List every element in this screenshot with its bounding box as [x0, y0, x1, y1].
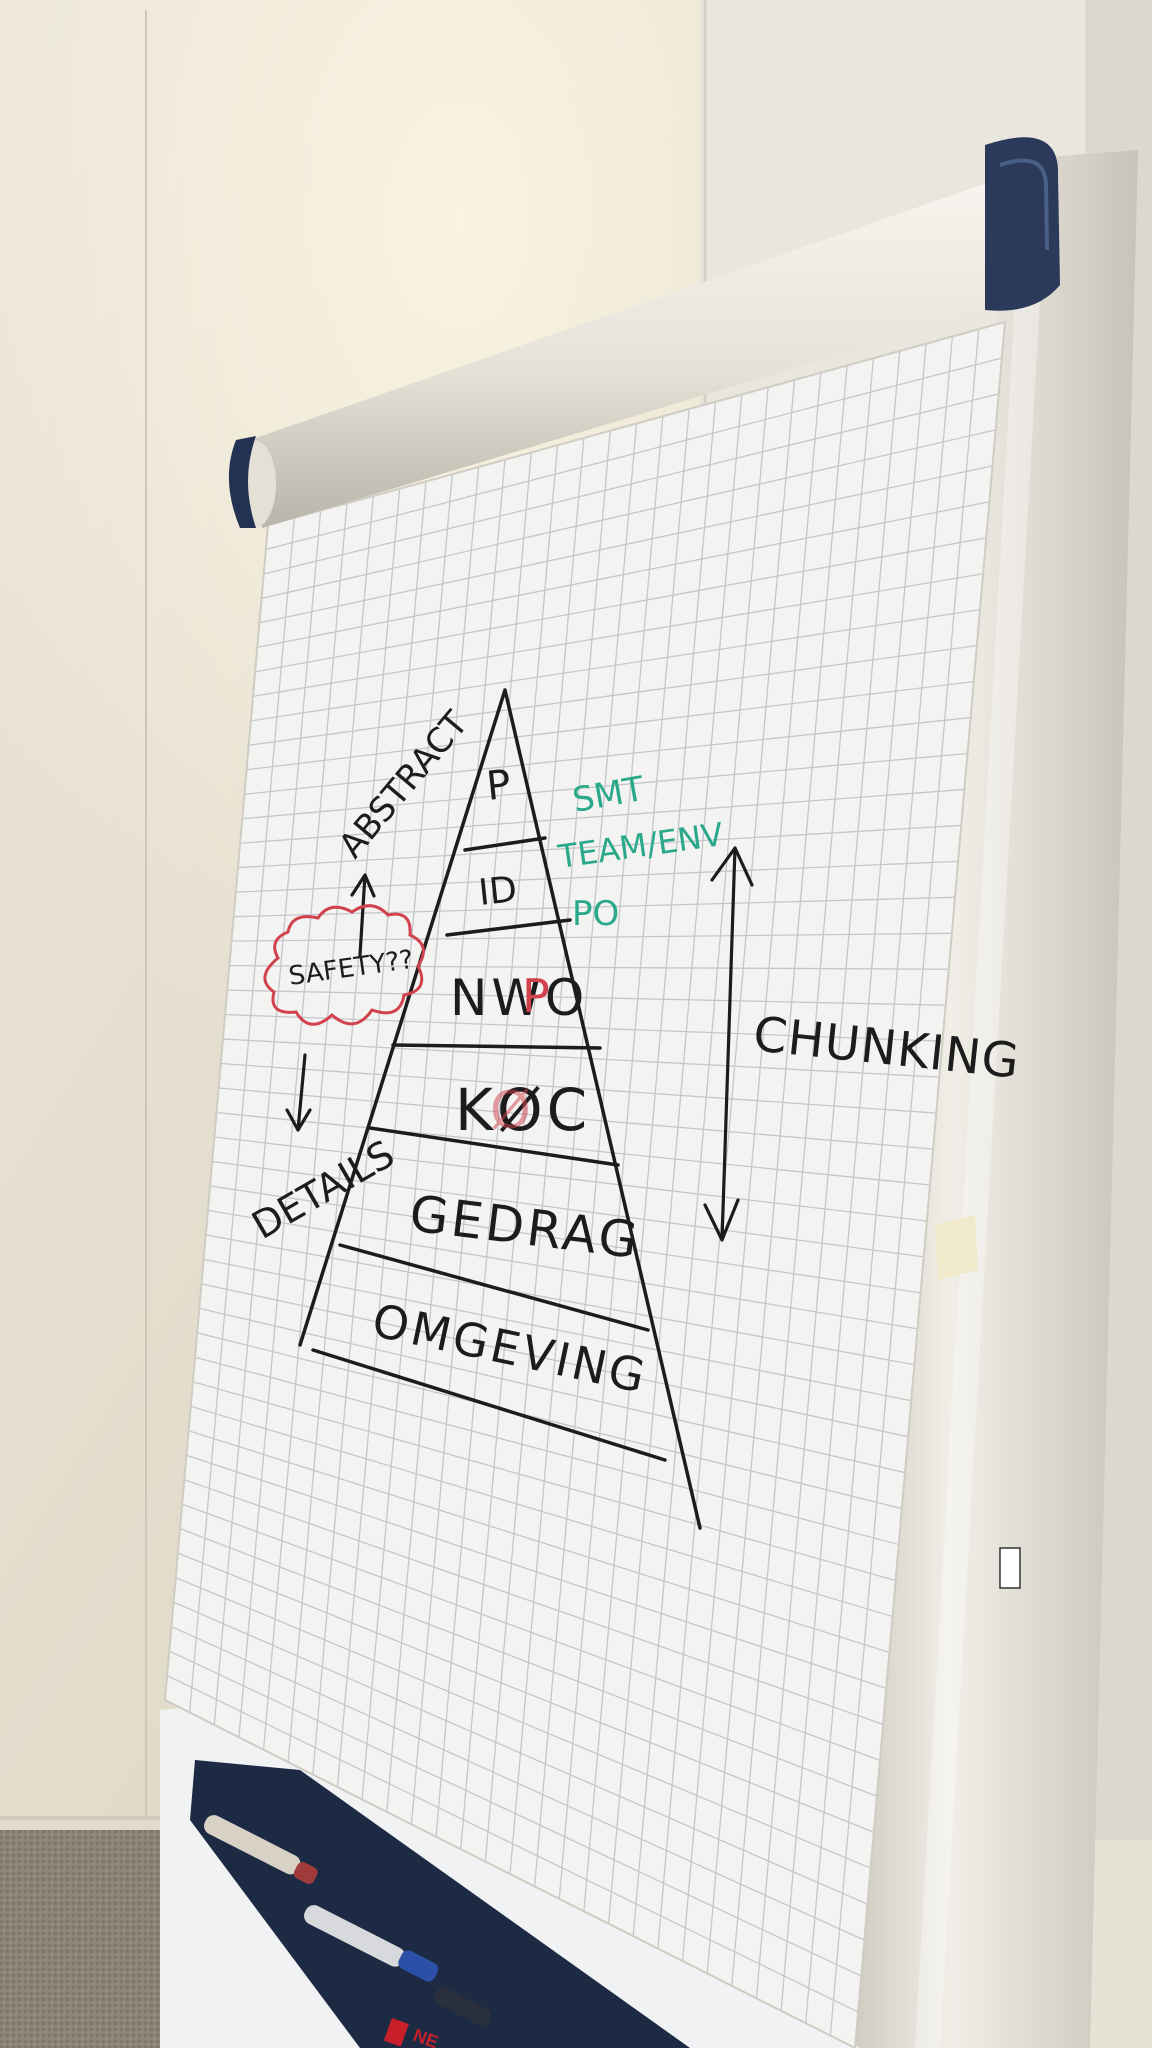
easel-frame [850, 150, 1138, 2048]
pyramid-level-id: ID [477, 869, 519, 914]
koc-red-overlay: Ø [490, 1081, 531, 1141]
grid-line [205, 1234, 915, 1366]
grid-line [186, 1454, 887, 1690]
grid-line [203, 1258, 912, 1402]
pyramid-outline [298, 688, 702, 1530]
grid-line [214, 1136, 927, 1222]
grid-line [248, 644, 977, 746]
pyramid-drawing [298, 688, 702, 1530]
roll-cap-left [228, 436, 256, 528]
grid-line [177, 1552, 874, 1833]
paper-sheet [163, 320, 1007, 2048]
grid-line [175, 1577, 871, 1869]
grid-line [227, 989, 946, 1006]
grid-line [179, 1528, 878, 1797]
grid-line [218, 1087, 934, 1150]
grid-line [222, 1038, 940, 1078]
grid-line [190, 1405, 893, 1618]
grid-line [220, 1062, 937, 1114]
stand-brand-logo: NE [383, 2018, 441, 2048]
grid-line [229, 964, 949, 970]
pyramid-level-koc: KØC [455, 1076, 591, 1144]
grid-line [240, 788, 965, 844]
grid-line [201, 1283, 909, 1438]
grid-line [261, 429, 996, 600]
pyramid-level-line [391, 1043, 602, 1050]
grid-line [166, 1674, 859, 2013]
grid-line [233, 896, 956, 918]
grid-line [263, 393, 999, 575]
arrows [285, 846, 754, 1242]
pyramid-level-line [463, 836, 547, 852]
grid-line [244, 716, 971, 795]
grid-line [184, 1479, 884, 1725]
paper-roll [228, 137, 1060, 528]
pyramid-level-line [368, 1126, 620, 1167]
grid-line [212, 1160, 924, 1258]
marker-pens [204, 1815, 492, 2026]
grid-line [255, 537, 987, 673]
pyramid-level-p: P [484, 762, 513, 810]
grid-line [265, 357, 1003, 551]
green-note-po: PO [572, 894, 619, 934]
grid-line [207, 1209, 918, 1330]
pyramid-level-line [311, 1348, 667, 1462]
svg-text:NE: NE [411, 2025, 441, 2048]
grid-line [259, 465, 993, 624]
grid-line [237, 824, 962, 869]
pyramid-level-line [445, 918, 572, 937]
grid-line [252, 573, 984, 697]
grid-line [250, 609, 981, 722]
chunking-double-arrow [703, 846, 754, 1242]
grid-line [169, 1650, 862, 1977]
arrow-up-abstract [350, 873, 376, 957]
grid-line [216, 1111, 931, 1186]
red-overlays: P Ø [490, 969, 550, 1141]
pyramid-level-line [338, 1243, 650, 1332]
grid-line [257, 501, 990, 649]
nwo-red-overlay: P [522, 969, 550, 1023]
grid-line [194, 1356, 899, 1546]
grid-line [231, 932, 952, 942]
grid-line [246, 680, 974, 771]
grid-line [171, 1625, 865, 1941]
pyramid-level-nwo: NWO [450, 969, 588, 1027]
grid-line [173, 1601, 868, 1905]
tape-scrap [935, 1215, 978, 1280]
grid-line [197, 1332, 903, 1510]
grid-line [188, 1430, 890, 1654]
grid-line [181, 1503, 881, 1761]
grid-line [209, 1185, 921, 1294]
grid-line [199, 1307, 906, 1474]
grid-line [242, 752, 968, 820]
arrow-down-details [285, 1053, 312, 1132]
roll-cap-right [985, 137, 1060, 311]
grid-line [192, 1381, 896, 1582]
